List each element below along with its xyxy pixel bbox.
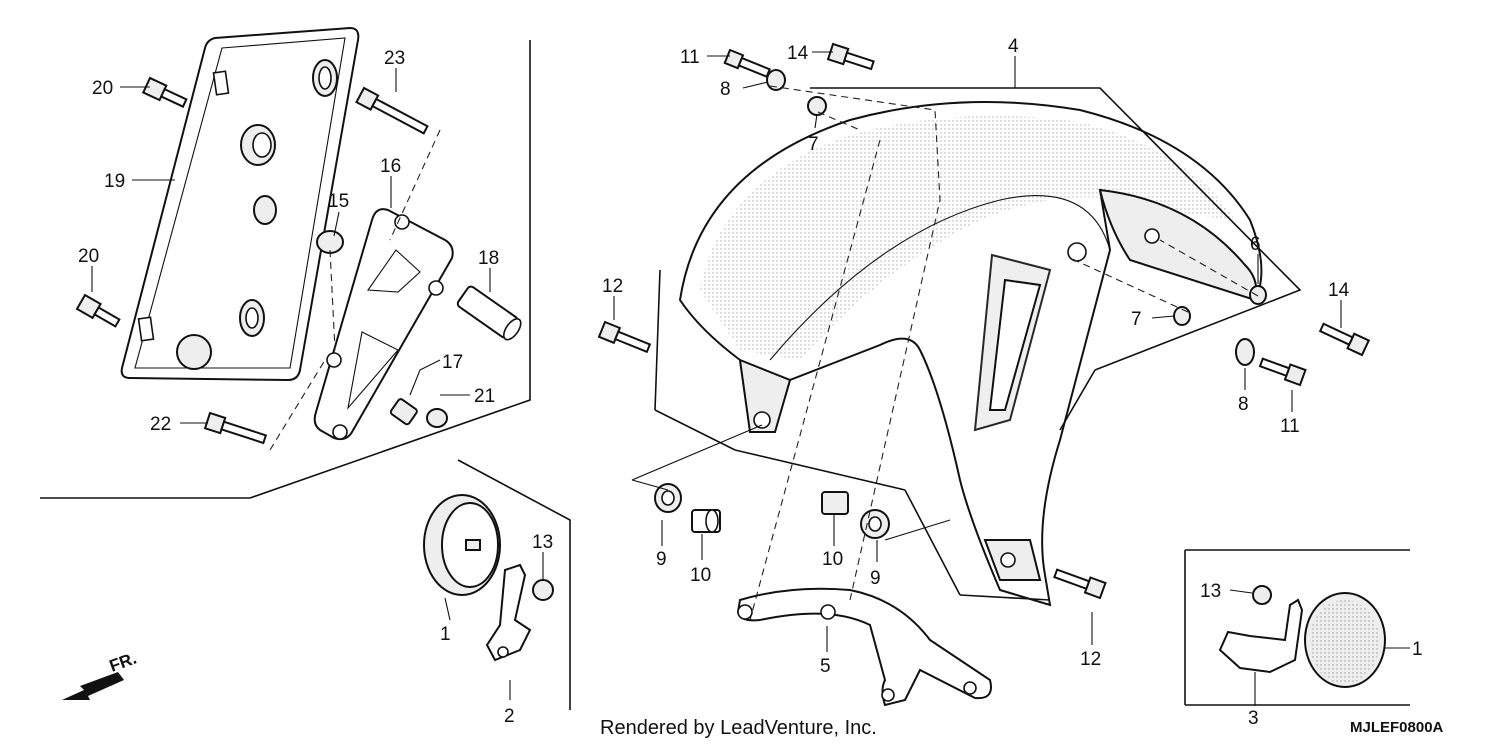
reflector-right [1218, 585, 1386, 688]
reflector-left [423, 494, 554, 662]
direction-marker-text: FR. [107, 649, 139, 676]
callout-18: 18 [478, 248, 499, 269]
front-fender [678, 101, 1263, 607]
license-plate-bracket [120, 26, 360, 382]
direction-arrow: FR. [62, 649, 139, 700]
callout-13-right: 13 [1200, 581, 1221, 602]
callout-12-right: 12 [1080, 649, 1101, 670]
credit-text: Rendered by LeadVenture, Inc. [600, 717, 877, 739]
callout-10-left: 10 [690, 565, 711, 586]
callout-14-top: 14 [787, 43, 809, 64]
callout-20-top: 20 [92, 78, 113, 99]
section-dividers [40, 40, 1410, 710]
callout-4: 4 [1008, 36, 1019, 57]
callout-15: 15 [328, 191, 349, 212]
stay-bracket [313, 208, 454, 441]
fender-hardware [597, 42, 1371, 600]
callout-10-right: 10 [822, 549, 843, 570]
callout-2: 2 [504, 706, 515, 727]
callout-1-right: 1 [1412, 639, 1423, 660]
callout-20-bottom: 20 [78, 246, 99, 267]
callout-7-top: 7 [808, 134, 819, 155]
callout-11-right: 11 [1280, 416, 1300, 437]
callout-17: 17 [442, 352, 463, 373]
callout-6: 6 [1250, 234, 1261, 255]
diagram-code: MJLEF0800A [1350, 719, 1444, 736]
callout-21: 21 [474, 386, 495, 407]
callout-16: 16 [380, 156, 401, 177]
callout-19: 19 [104, 171, 125, 192]
callout-labels: 20 19 20 22 23 16 15 18 17 21 1 2 13 11 … [78, 36, 1423, 729]
callout-12-left: 12 [602, 276, 623, 297]
callout-22: 22 [150, 414, 171, 435]
callout-3: 3 [1248, 708, 1259, 729]
callout-8-top: 8 [720, 79, 731, 100]
callout-8-right: 8 [1238, 394, 1249, 415]
dashed-assembly-lines-left [269, 129, 441, 451]
callout-11-top: 11 [680, 47, 700, 68]
callout-13-left: 13 [532, 532, 553, 553]
fork-brace [736, 587, 992, 707]
dashed-assembly-lines-center [631, 85, 1302, 621]
callout-23: 23 [384, 48, 405, 69]
callout-9-right: 9 [870, 568, 881, 589]
callout-1-left: 1 [440, 624, 451, 645]
callout-7-right: 7 [1131, 309, 1142, 330]
callout-9-left: 9 [656, 549, 667, 570]
callout-5: 5 [820, 656, 831, 677]
leader-lines [91, 51, 1410, 706]
bolt-parts-left [75, 76, 522, 445]
callout-14-right: 14 [1328, 280, 1350, 301]
